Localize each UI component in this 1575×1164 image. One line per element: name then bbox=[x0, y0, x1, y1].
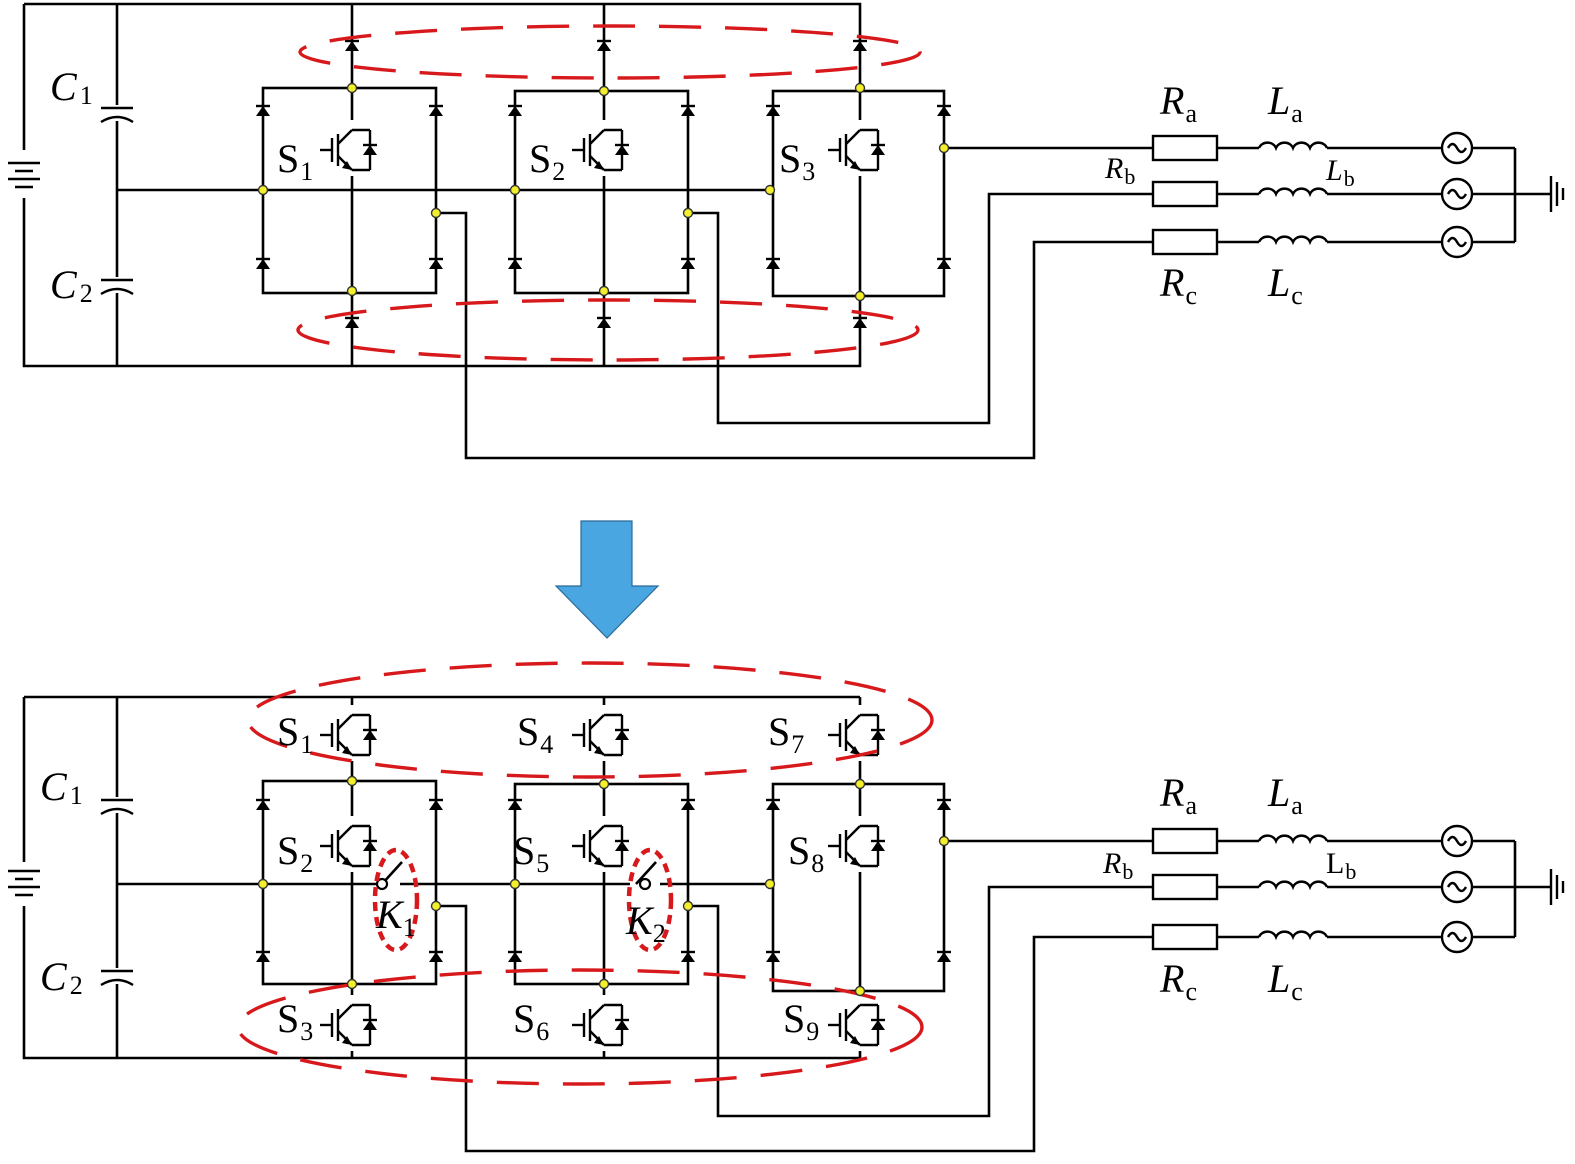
ac-source-icon bbox=[1440, 920, 1474, 954]
top-lb-label: Lb bbox=[1325, 154, 1355, 191]
junction-nodes bbox=[257, 775, 950, 997]
top-s2-label: S2 bbox=[529, 136, 565, 186]
highlight-ellipse bbox=[372, 847, 420, 953]
bot-s4-label: S4 bbox=[517, 709, 553, 759]
bot-la-label: La bbox=[1267, 770, 1303, 820]
bot-s3-label: S3 bbox=[277, 996, 313, 1046]
ac-source-icon bbox=[1440, 870, 1474, 904]
bot-k2-label: K2 bbox=[625, 898, 666, 948]
ground-icon bbox=[1549, 174, 1565, 214]
bot-rc-label: Rc bbox=[1159, 956, 1197, 1006]
bot-ra-label: Ra bbox=[1159, 770, 1197, 820]
highlight-ellipse bbox=[236, 968, 924, 1086]
ac-source-icon bbox=[1440, 225, 1474, 259]
ac-source-icon bbox=[1440, 131, 1474, 165]
top-s3-label: S3 bbox=[779, 136, 815, 186]
ground-icon bbox=[1549, 867, 1565, 907]
bot-s8-label: S8 bbox=[788, 828, 824, 878]
transform-arrow-icon bbox=[554, 520, 660, 639]
top-s1-label: S1 bbox=[277, 136, 313, 186]
highlight-ellipse bbox=[246, 661, 934, 779]
bot-k1-label: K1 bbox=[375, 892, 416, 942]
ac-source-icon bbox=[1440, 824, 1474, 858]
bot-lc-label: Lc bbox=[1267, 956, 1303, 1006]
highlight-ellipse bbox=[626, 847, 674, 953]
bot-rb-label: Rb bbox=[1102, 847, 1133, 884]
bot-s1-label: S1 bbox=[277, 709, 313, 759]
ac-source-icon bbox=[1440, 177, 1474, 211]
top-rc-label: Rc bbox=[1159, 260, 1197, 310]
bot-s2-label: S2 bbox=[277, 828, 313, 878]
highlight-ellipse bbox=[296, 298, 920, 362]
bot-s5-label: S5 bbox=[513, 828, 549, 878]
top-lc-label: Lc bbox=[1267, 260, 1303, 310]
top-ra-label: Ra bbox=[1159, 78, 1197, 128]
highlight-ellipse bbox=[298, 24, 922, 80]
top-la-label: La bbox=[1267, 78, 1303, 128]
bot-s9-label: S9 bbox=[783, 996, 819, 1046]
junction-nodes bbox=[257, 82, 950, 302]
bot-s6-label: S6 bbox=[513, 996, 549, 1046]
bot-s7-label: S7 bbox=[768, 709, 804, 759]
top-rb-label: Rb bbox=[1104, 152, 1135, 189]
bot-lb-label: Lb bbox=[1326, 847, 1356, 884]
